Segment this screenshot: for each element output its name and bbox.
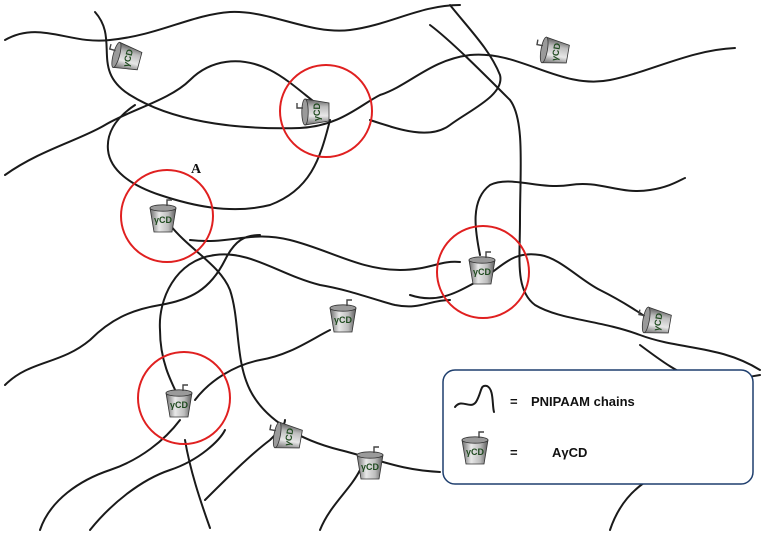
svg-text:γCD: γCD — [334, 315, 353, 325]
chain-10 — [474, 177, 686, 256]
polymer-chains — [4, 4, 761, 531]
cyclodextrin-icon: γCD — [635, 305, 673, 338]
point-label-a: A — [191, 162, 202, 177]
svg-text:γCD: γCD — [652, 312, 665, 332]
svg-text:γCD: γCD — [550, 42, 563, 62]
svg-text:γCD: γCD — [283, 427, 296, 447]
crosslink-ring-3 — [436, 225, 530, 319]
legend-cd-label: AγCD — [552, 445, 587, 460]
chain-14 — [194, 329, 331, 401]
chain-3 — [4, 60, 326, 176]
legend: = PNIPAAM chains γCD = AγCD — [442, 369, 754, 485]
cyclodextrin-icon: γCD — [468, 251, 496, 285]
legend-cyclodextrin-icon: γCD — [461, 431, 489, 465]
chain-12 — [158, 253, 451, 401]
chain-13 — [39, 419, 181, 531]
chain-9 — [409, 253, 666, 331]
svg-text:γCD: γCD — [466, 447, 485, 457]
chain-17 — [204, 419, 286, 501]
legend-equals-2: = — [510, 445, 518, 460]
svg-text:γCD: γCD — [154, 215, 173, 225]
chain-18 — [319, 469, 361, 531]
cyclodextrin-icon: γCD — [165, 384, 193, 418]
crosslink-rings — [120, 64, 530, 445]
chain-1 — [4, 4, 461, 42]
cyclodextrin-icon: γCD — [296, 98, 330, 126]
svg-text:γCD: γCD — [121, 48, 135, 68]
legend-chain-label: PNIPAAM chains — [531, 394, 635, 409]
svg-text:γCD: γCD — [473, 267, 492, 277]
chain-15 — [89, 429, 226, 531]
svg-text:γCD: γCD — [170, 400, 189, 410]
cyclodextrin-icon: γCD — [104, 39, 144, 75]
legend-equals-1: = — [510, 394, 518, 409]
chain-2 — [94, 11, 736, 130]
chain-8 — [189, 235, 461, 271]
svg-text:γCD: γCD — [312, 103, 322, 122]
legend-box — [442, 369, 754, 485]
cyclodextrin-icon: γCD — [329, 299, 357, 333]
crosslink-ring-2 — [120, 169, 214, 263]
cyclodextrin-icon: γCD — [266, 420, 304, 453]
svg-text:γCD: γCD — [361, 462, 380, 472]
cyclodextrin-icon: γCD — [149, 199, 177, 233]
chain-16 — [184, 439, 211, 529]
legend-chain-icon — [454, 384, 495, 413]
chain-6 — [369, 4, 502, 134]
chain-5 — [106, 104, 331, 211]
chain-4 — [429, 24, 761, 371]
cyclodextrin-icon: γCD — [356, 446, 384, 480]
crosslink-ring-1 — [279, 64, 373, 158]
cyclodextrin-icons: γCD γCD γCD γCD γCD γCD γCD γCD γCD γCD — [104, 35, 673, 480]
cyclodextrin-icon: γCD — [533, 35, 571, 68]
chain-11 — [4, 234, 261, 386]
crosslink-ring-4 — [137, 351, 231, 445]
